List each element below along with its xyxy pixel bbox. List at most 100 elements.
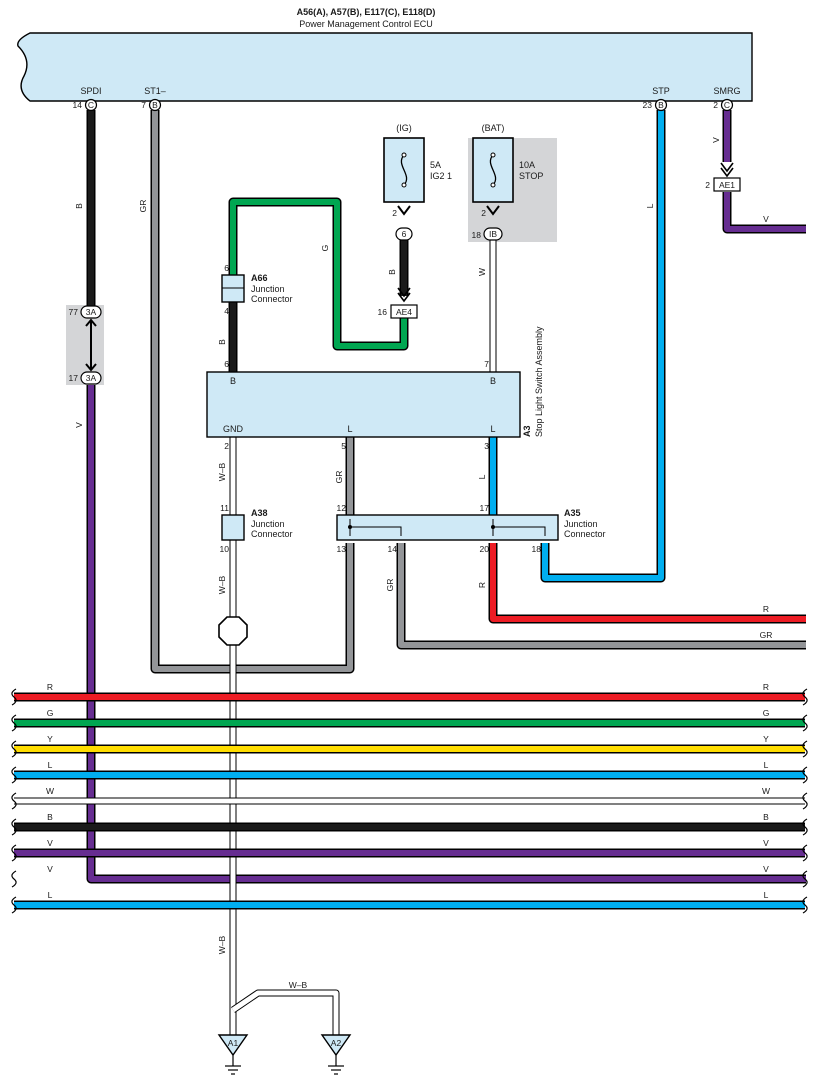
connector-3a-bottom-pin: 17 — [69, 373, 79, 383]
bus-cut-left — [11, 740, 17, 758]
bus-cut-right — [802, 792, 808, 810]
a35-code: A35 — [564, 508, 581, 518]
bus-label-left: V — [47, 838, 53, 848]
pin-smrg-num: 2 — [713, 100, 718, 110]
wire-3a-v — [86, 385, 806, 884]
a3-name: Stop Light Switch Assembly — [534, 326, 544, 437]
a35-pin-18: 18 — [532, 544, 542, 554]
wire-stp-l — [540, 110, 666, 583]
connector-3a-bottom-label: 3A — [86, 373, 97, 383]
pin-stp-num: 23 — [643, 100, 653, 110]
a3-pin-6: 6 — [224, 359, 229, 369]
connector-ae1 — [713, 177, 741, 192]
bus-label-right: L — [764, 890, 769, 900]
connector-ae4-pin: 16 — [378, 307, 388, 317]
fuse-bat-source: (BAT) — [482, 123, 505, 133]
wire-label-gnd-low: W–B — [217, 935, 227, 954]
fuse-ig-source: (IG) — [396, 123, 412, 133]
fuse-bat-conn — [483, 227, 503, 241]
a35-line2: Connector — [564, 529, 606, 539]
bus-cut-right — [802, 818, 808, 836]
a3-term-l-right: L — [490, 424, 495, 434]
a38-line1: Junction — [251, 519, 285, 529]
fuse-bat-conn-label: IB — [489, 229, 497, 239]
bus-label-right: R — [763, 682, 769, 692]
bus-label-left: V — [47, 864, 53, 874]
pin-stp-conn: B — [658, 100, 664, 110]
stop-light-switch-a3 — [206, 371, 521, 438]
pin-st1 — [148, 98, 162, 112]
a66-line1: Junction — [251, 284, 285, 294]
bus-cut-left — [11, 844, 17, 862]
ecu-terminal-st1: ST1– — [144, 86, 166, 96]
bus-label-left: Y — [47, 734, 53, 744]
connector-3a-link — [85, 318, 97, 372]
bus-label-left: L — [48, 890, 53, 900]
connector-3a-shade — [66, 305, 104, 385]
pin-st1-num: 7 — [141, 100, 146, 110]
fuse-bat-rating: 10A — [519, 160, 535, 170]
bus-label-right: W — [762, 786, 770, 796]
bus-cut-right — [802, 688, 808, 706]
bus-cut-left — [11, 896, 17, 914]
ae1-arrow — [720, 162, 734, 178]
connector-ae4-label: AE4 — [396, 307, 412, 317]
a35-pin-13: 13 — [337, 544, 347, 554]
a3-term-l-mid: L — [347, 424, 352, 434]
bus-label-right: B — [763, 812, 769, 822]
bus-label-right: V — [763, 864, 769, 874]
fuse-ig-symbol — [400, 154, 408, 186]
wire-label-bat-w: W — [477, 268, 487, 276]
a38-code: A38 — [251, 508, 268, 518]
bus-label-right: G — [763, 708, 770, 718]
bus-cut-left — [11, 818, 17, 836]
bus-cut-right — [802, 740, 808, 758]
bus-label-left: W — [46, 786, 54, 796]
a35-pin-12: 12 — [337, 503, 347, 513]
fuse-bat-pin: 2 — [481, 208, 486, 218]
a38-pin-bottom: 10 — [220, 544, 230, 554]
connector-ae1-label: AE1 — [719, 180, 735, 190]
wire-label-gnd-a2: W–B — [289, 980, 308, 990]
a3-pin-3: 3 — [484, 441, 489, 451]
ecu-subtitle: Power Management Control ECU — [299, 19, 433, 29]
fuse-ig-conn — [395, 227, 413, 241]
wire-label-a3-5-gr: GR — [334, 471, 344, 484]
bus-label-left: L — [48, 760, 53, 770]
a3-code: A3 — [522, 425, 532, 437]
a35-pin-14: 14 — [388, 544, 398, 554]
a66-pin-top: 6 — [224, 263, 229, 273]
fuse-bat-name: STOP — [519, 171, 543, 181]
ae4-arrow — [397, 287, 411, 303]
bus-label-right: V — [763, 838, 769, 848]
connector-3a-bottom — [80, 371, 102, 385]
fuse-ig-arrow — [397, 205, 411, 216]
ecu-terminal-smrg: SMRG — [714, 86, 741, 96]
a3-pin-5: 5 — [341, 441, 346, 451]
wire-label-spdi: B — [74, 203, 84, 209]
a38-pin-top: 11 — [220, 503, 229, 513]
a66-line2: Connector — [251, 294, 293, 304]
bus-label-right: L — [764, 760, 769, 770]
wire-label-smrg: V — [711, 137, 721, 143]
a3-pin-7: 7 — [484, 359, 489, 369]
wire-label-a38-wb: W–B — [217, 575, 227, 594]
pin-spdi-num: 14 — [73, 100, 83, 110]
wire-label-ae1-out: V — [763, 214, 769, 224]
splice-point — [218, 616, 248, 646]
bus-label-right: Y — [763, 734, 769, 744]
ecu-terminal-spdi: SPDI — [80, 86, 101, 96]
pin-smrg-conn: C — [724, 100, 730, 110]
a3-term-gnd: GND — [223, 424, 244, 434]
connector-ae4 — [390, 304, 418, 319]
pin-st1-conn: B — [152, 100, 158, 110]
a66-code: A66 — [251, 273, 268, 283]
ground-a1-label: A1 — [228, 1038, 239, 1048]
bus-cut-left — [11, 766, 17, 784]
ground-a2-label: A2 — [331, 1038, 342, 1048]
junction-a38 — [221, 514, 245, 541]
bus-cut-left — [11, 714, 17, 732]
wire-label-3a-v: V — [74, 422, 84, 428]
connector-3a-top — [80, 305, 102, 319]
